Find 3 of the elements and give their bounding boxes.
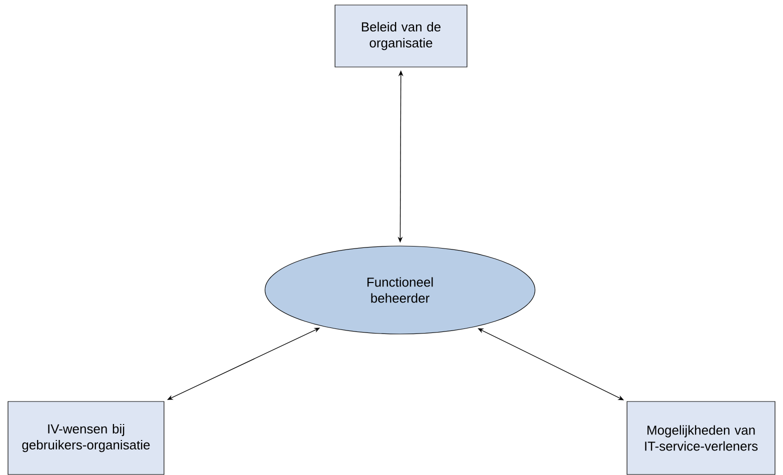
process-box: IV-wensen bij gebruikers-organisatie	[8, 401, 164, 475]
process-box: Beleid van de organisatie	[334, 4, 468, 68]
process-box: Mogelijkheden van IT-service-verleners	[626, 401, 776, 475]
